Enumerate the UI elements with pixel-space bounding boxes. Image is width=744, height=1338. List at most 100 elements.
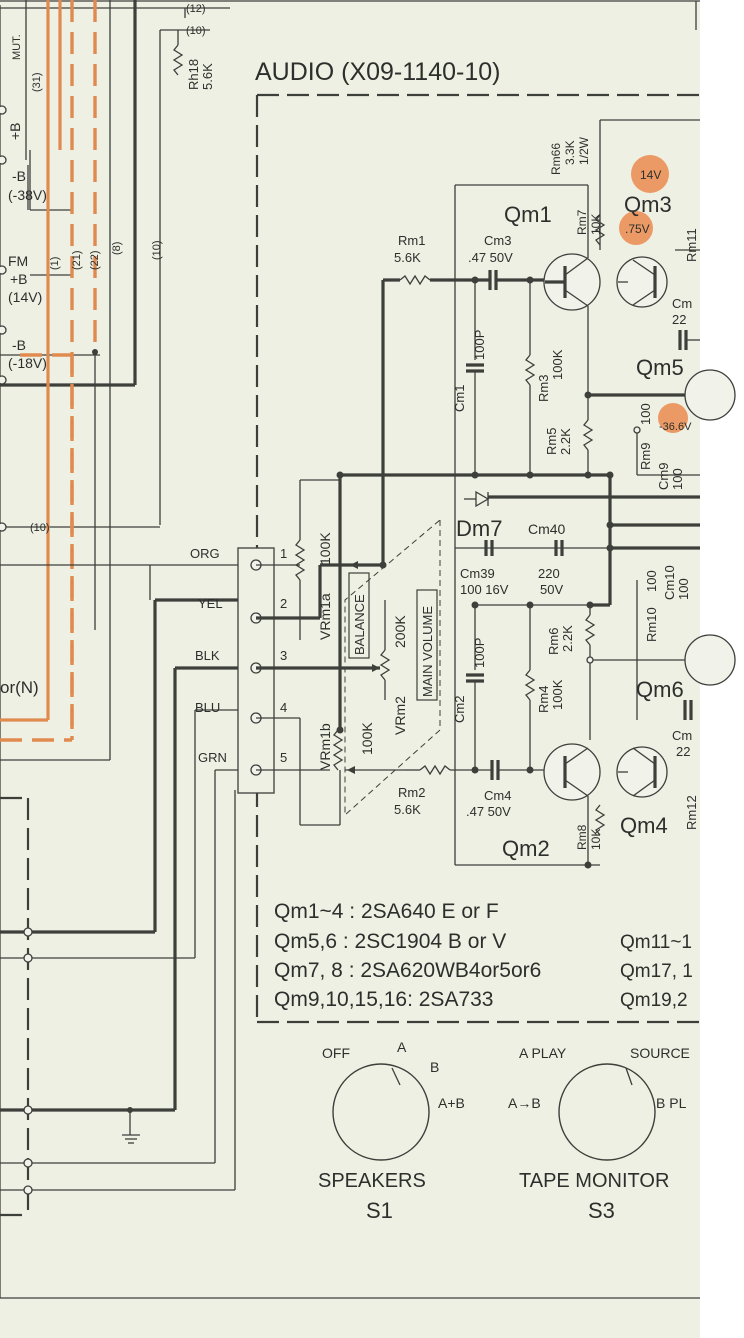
label-21: (21) bbox=[71, 250, 83, 270]
label-31: (31) bbox=[31, 72, 43, 92]
s3-pos-ab: A→B bbox=[508, 1095, 541, 1111]
rm66-watt: 1/2W bbox=[577, 136, 591, 165]
note-line-4: Qm9,10,15,16: 2SA733 bbox=[274, 988, 494, 1011]
switch-s3-labels: A PLAY SOURCE A→B B PL TAPE MONITOR S3 bbox=[508, 1045, 690, 1223]
rm6-val: 2.2K bbox=[560, 625, 575, 652]
pin-num-4: 4 bbox=[280, 700, 287, 715]
rm4-ref: Rm4 bbox=[536, 686, 551, 713]
rm1-ref: Rm1 bbox=[398, 233, 425, 248]
cm9-ref: Cm9 bbox=[656, 463, 671, 490]
label-8: (8) bbox=[111, 242, 123, 255]
rm4-val: 100K bbox=[550, 679, 565, 710]
voltage-075v: .75V bbox=[625, 222, 650, 236]
s3-name: TAPE MONITOR bbox=[519, 1170, 669, 1192]
label-plus-b: +B bbox=[7, 122, 23, 140]
vrm2-ref: VRm2 bbox=[392, 696, 408, 735]
rh18-val: 5.6K bbox=[200, 63, 215, 90]
voltage-labels: 14V .75V -36.6V bbox=[625, 168, 692, 433]
cm39-val: 100 16V bbox=[460, 582, 509, 597]
s1-name: SPEAKERS bbox=[318, 1170, 426, 1192]
label-18v: (-18V) bbox=[8, 355, 47, 371]
dm7-label: Dm7 bbox=[456, 516, 502, 541]
voltage-36v: -36.6V bbox=[659, 421, 692, 433]
qm2-label: Qm2 bbox=[502, 836, 550, 861]
cm3-ref: Cm3 bbox=[484, 233, 511, 248]
label-1: (1) bbox=[49, 257, 61, 270]
cm-right-top-ref: Cm bbox=[672, 296, 692, 311]
rm5-ref: Rm5 bbox=[544, 428, 559, 455]
main-volume-label: MAIN VOLUME bbox=[420, 606, 435, 697]
label-plus-b2: +B bbox=[10, 271, 28, 287]
note-line-2: Qm5,6 : 2SC1904 B or V bbox=[274, 930, 506, 953]
amplifier-circuit bbox=[336, 119, 736, 869]
pin-color-blu: BLU bbox=[195, 700, 220, 715]
cm39-ref: Cm39 bbox=[460, 566, 495, 581]
vrm1b-ref: VRm1b bbox=[317, 723, 333, 770]
s3-pos-bpl: B PL bbox=[656, 1095, 687, 1111]
pin-color-org: ORG bbox=[190, 546, 220, 561]
vrm2-val: 200K bbox=[392, 615, 408, 648]
voltage-highlights bbox=[619, 155, 688, 433]
label-12: (12) bbox=[186, 3, 206, 15]
cm3-val: .47 50V bbox=[468, 250, 513, 265]
s1-pos-b: B bbox=[430, 1059, 439, 1075]
cm2-ref: Cm2 bbox=[452, 696, 467, 723]
pin-color-grn: GRN bbox=[198, 750, 227, 765]
note-line-3: Qm7, 8 : 2SA620WB4or5or6 bbox=[274, 959, 541, 982]
s1-pos-ab: A+B bbox=[438, 1095, 465, 1111]
rm11-label: Rm11 bbox=[684, 228, 699, 262]
rm10-val: 100 bbox=[644, 570, 659, 592]
cm9-val: 100 bbox=[670, 468, 685, 490]
rm6-ref: Rm6 bbox=[546, 628, 561, 655]
pin-color-blk: BLK bbox=[195, 648, 220, 663]
qm6-label: Qm6 bbox=[636, 677, 684, 702]
qm3-label: Qm3 bbox=[624, 192, 672, 217]
qm1-label: Qm1 bbox=[504, 202, 552, 227]
rm7-val: 10K bbox=[589, 214, 603, 235]
rm3-ref: Rm3 bbox=[536, 375, 551, 402]
label-22: (22) bbox=[89, 250, 101, 270]
label-14v: (14V) bbox=[8, 289, 42, 305]
label-38v: (-38V) bbox=[8, 187, 47, 203]
connector-block bbox=[237, 547, 370, 794]
rm8-val: 10K bbox=[589, 829, 603, 850]
label-10b: (10) bbox=[151, 240, 163, 260]
s3-pos-source: SOURCE bbox=[630, 1045, 690, 1061]
pin-color-yel: YEL bbox=[198, 596, 223, 611]
cm1-val: 100P bbox=[472, 330, 487, 360]
rm1-val: 5.6K bbox=[394, 250, 421, 265]
pin-num-3: 3 bbox=[280, 648, 287, 663]
cm1-ref: Cm1 bbox=[452, 385, 467, 412]
qm4-label: Qm4 bbox=[620, 813, 668, 838]
label-10c: (10) bbox=[30, 522, 50, 534]
label-10a: (10) bbox=[186, 25, 206, 37]
left-panel-labels: (12) (10) MUT. (31) +B -B (-38V) FM +B (… bbox=[0, 3, 206, 697]
s1-ref: S1 bbox=[366, 1198, 393, 1223]
s1-pos-off: OFF bbox=[322, 1045, 350, 1061]
cm10-ref: Cm10 bbox=[662, 565, 677, 600]
left-panel-wiring bbox=[0, 0, 700, 1299]
label-or-n: or(N) bbox=[0, 678, 39, 697]
rm12-label: Rm12 bbox=[684, 795, 699, 830]
volume-balance-section bbox=[290, 473, 610, 826]
rm66-val: 3.3K bbox=[563, 140, 577, 165]
notes-block: Qm1~4 : 2SA640 E or F Qm5,6 : 2SC1904 B … bbox=[274, 900, 693, 1011]
note-right-2: Qm17, 1 bbox=[620, 961, 693, 982]
switch-dials bbox=[332, 1063, 656, 1161]
rm2-ref: Rm2 bbox=[398, 785, 425, 800]
note-right-3: Qm19,2 bbox=[620, 990, 688, 1011]
pin-num-5: 5 bbox=[280, 750, 287, 765]
pin-num-1: 1 bbox=[280, 546, 287, 561]
vrm1b-val: 100K bbox=[359, 722, 375, 755]
switch-s1-labels: OFF A B A+B SPEAKERS S1 bbox=[318, 1039, 465, 1223]
cm-right-bot-val: 22 bbox=[676, 744, 690, 759]
rm9-ref: Rm9 bbox=[638, 443, 653, 470]
component-labels: Rh18 5.6K Rm66 3.3K 1/2W Rm7 10K Rm1 5.6… bbox=[172, 44, 699, 850]
rm7-ref: Rm7 bbox=[575, 209, 589, 235]
rm8-ref: Rm8 bbox=[575, 824, 589, 850]
balance-label: BALANCE bbox=[352, 594, 367, 655]
pin-num-2: 2 bbox=[280, 596, 287, 611]
cm-right-top-val: 22 bbox=[672, 312, 686, 327]
